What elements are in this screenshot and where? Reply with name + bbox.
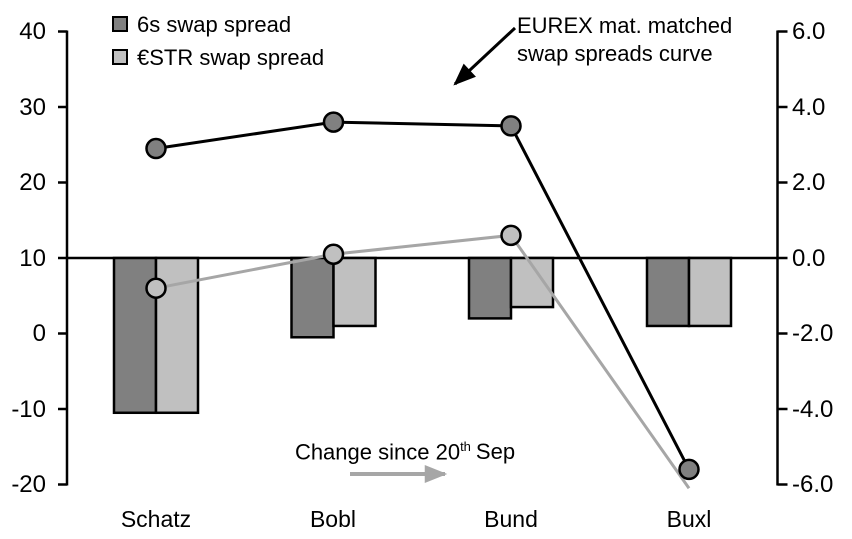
right-axis-tick: 6.0 bbox=[792, 18, 826, 45]
marker-estr-curve-bund bbox=[500, 224, 522, 247]
category-label-buxl: Buxl bbox=[666, 506, 712, 532]
bar-6s-swap-spread-change-bund bbox=[467, 256, 513, 320]
marker-estr-curve-schatz bbox=[145, 277, 167, 299]
left-axis-tick: 10 bbox=[19, 245, 46, 272]
legend-label-estr: €STR swap spread bbox=[137, 45, 325, 70]
right-axis-tick: 0.0 bbox=[792, 245, 826, 272]
left-axis-tick: 40 bbox=[19, 18, 46, 45]
left-axis-tick: -20 bbox=[11, 471, 46, 498]
change-note-text: Change since 20 bbox=[294, 439, 461, 465]
right-axis-tick: 4.0 bbox=[792, 94, 826, 121]
marker-6s-curve-bund bbox=[500, 115, 522, 137]
marker-6s-curve-bobl bbox=[322, 111, 345, 133]
marker-estr-curve-bobl bbox=[322, 243, 345, 265]
bar-6s-swap-spread-change-buxl bbox=[645, 256, 691, 328]
legend-swatch-6s bbox=[112, 16, 128, 32]
left-axis-tick: 20 bbox=[19, 169, 46, 196]
legend-label-6s: 6s swap spread bbox=[137, 12, 292, 37]
marker-6s-curve-schatz bbox=[145, 137, 167, 160]
right-axis-tick: -4.0 bbox=[792, 396, 834, 423]
curve-annotation-line2: swap spreads curve bbox=[517, 41, 713, 66]
right-axis-tick: -6.0 bbox=[792, 471, 834, 498]
change-note-suffix: Sep bbox=[475, 439, 516, 465]
line-6s-curve bbox=[155, 120, 691, 471]
curve-annotation: EUREX mat. matched swap spreads curve bbox=[517, 12, 732, 68]
change-note-superscript: th bbox=[460, 439, 471, 454]
change-note: Change since 20th Sep bbox=[285, 434, 525, 465]
category-label-bobl: Bobl bbox=[309, 506, 357, 532]
line-estr-curve bbox=[155, 233, 691, 490]
bar-estr-swap-spread-change-buxl bbox=[687, 256, 733, 328]
left-axis-tick: 30 bbox=[19, 94, 46, 121]
right-axis-tick: 2.0 bbox=[792, 169, 826, 196]
bar-estr-swap-spread-change-bobl bbox=[332, 256, 377, 328]
legend-swatch-estr bbox=[112, 49, 128, 65]
category-label-schatz: Schatz bbox=[120, 506, 192, 532]
curve-annotation-arrow-icon bbox=[453, 26, 517, 86]
right-axis-tick: -2.0 bbox=[792, 320, 834, 347]
marker-6s-curve-buxl bbox=[678, 458, 700, 481]
category-label-bund: Bund bbox=[484, 506, 538, 532]
bar-6s-swap-spread-change-bobl bbox=[290, 256, 335, 339]
left-axis-tick: -10 bbox=[11, 396, 46, 423]
left-axis-tick: 0 bbox=[32, 320, 46, 347]
curve-annotation-line1: EUREX mat. matched bbox=[517, 13, 733, 38]
